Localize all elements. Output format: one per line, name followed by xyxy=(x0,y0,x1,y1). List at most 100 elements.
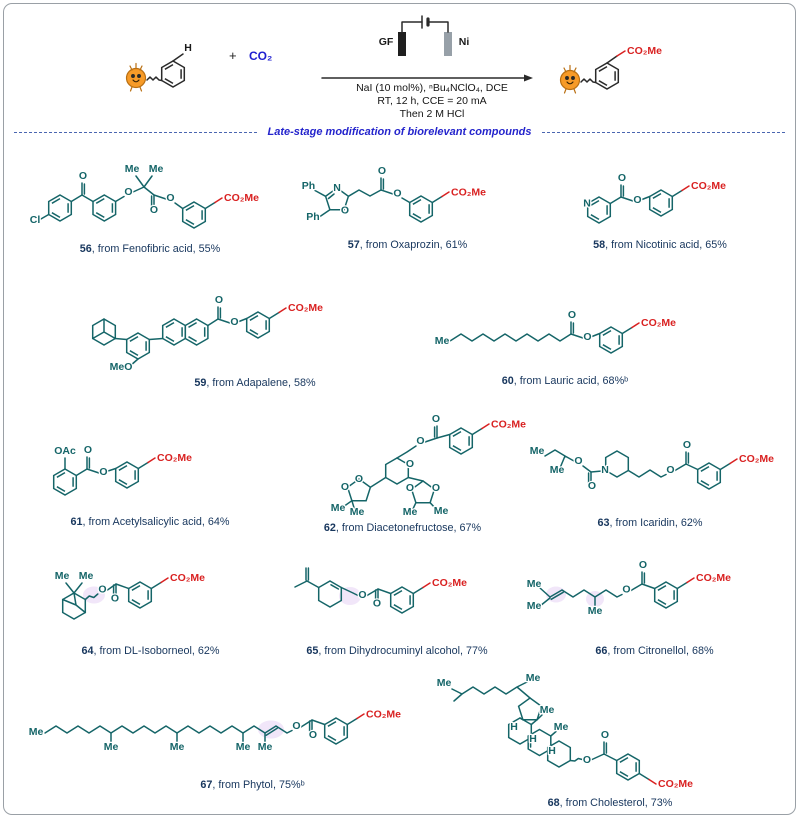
reaction-arrow-assembly: GF Ni xyxy=(321,15,533,82)
banner-label: Late-stage modification of biorelevant c… xyxy=(267,126,532,138)
atom-label: O xyxy=(309,729,317,741)
atom-label: Me xyxy=(526,672,541,684)
compound-caption: 63, from Icaridin, 62% xyxy=(597,517,703,529)
compound-card-62: O O O O O O O Me Me Me Me CO₂Me 62, from… xyxy=(285,405,528,534)
atom-label: Me xyxy=(55,570,70,582)
compound-card-61: OAc O O CO₂Me 61, from Acetylsalicylic a… xyxy=(25,420,275,528)
atom-label: Me xyxy=(403,506,418,518)
stereo-highlight xyxy=(546,586,566,603)
structure-56: Cl O O Me Me O O CO₂Me xyxy=(28,162,260,229)
anode-label: GF xyxy=(379,36,394,48)
atom-label: Me xyxy=(527,578,542,590)
compound-card-66: Me Me Me O O CO₂Me 66, from Citronellol,… xyxy=(522,556,787,657)
atom-label: O xyxy=(588,480,596,492)
structure-60: Me O O CO₂Me xyxy=(433,308,677,354)
atom-label: O xyxy=(432,413,440,425)
atom-label: Me xyxy=(554,721,569,733)
conditions-line-2: RT, 12 h, CCE = 20 mA xyxy=(377,95,487,107)
atom-label: O xyxy=(683,439,691,451)
atom-label: H xyxy=(529,733,537,745)
structure-64: Me Me O O CO₂Me xyxy=(53,569,206,620)
compound-caption: 62, from Diacetonefructose, 67% xyxy=(323,522,482,534)
atom-label: OAc xyxy=(54,445,76,457)
atom-label: Me xyxy=(258,741,273,753)
compound-caption: 56, from Fenofibric acid, 55% xyxy=(79,243,221,255)
atom-label: N xyxy=(333,182,341,194)
atom-label: Me xyxy=(588,605,603,617)
atom-label: O xyxy=(583,754,591,766)
atom-label: O xyxy=(373,598,381,610)
structure-66: Me Me Me O O CO₂Me xyxy=(525,558,732,619)
compound-caption: 60, from Lauric acid, 68%ᵇ xyxy=(501,375,629,387)
atom-label: O xyxy=(99,466,107,478)
compound-card-63: Me Me O O N O O CO₂Me 63, from Icaridin,… xyxy=(525,428,775,529)
dashed-rule xyxy=(14,131,258,133)
compound-caption: 59, from Adapalene, 58% xyxy=(194,377,316,389)
electrode-cell-icon: GF Ni xyxy=(377,15,471,56)
atom-label: O xyxy=(84,444,92,456)
co2me-label: CO₂Me xyxy=(157,452,192,464)
structure-62: O O O O O O O Me Me Me Me CO₂Me xyxy=(329,412,527,520)
atom-label: O xyxy=(583,331,591,343)
plus-sign: + xyxy=(229,48,237,63)
mascot-icon xyxy=(559,64,581,94)
atom-label: O xyxy=(358,589,366,601)
compound-caption: 61, from Acetylsalicylic acid, 64% xyxy=(70,516,230,528)
compound-card-65: O O CO₂Me 65, from Dihydrocuminyl alcoho… xyxy=(272,552,522,657)
compound-caption: 58, from Nicotinic acid, 65% xyxy=(593,239,727,251)
atom-label: Me xyxy=(236,741,251,753)
compound-card-60: Me O O CO₂Me 60, from Lauric acid, 68%ᵇ xyxy=(430,298,700,387)
atom-label: Me xyxy=(540,704,555,716)
atom-label: O xyxy=(568,309,576,321)
compound-caption: 67, from Phytol, 75%ᵇ xyxy=(200,779,305,791)
co2me-label: CO₂Me xyxy=(739,453,774,465)
co2me-label: CO₂Me xyxy=(288,302,323,314)
atom-label: H xyxy=(548,745,556,757)
cathode-label: Ni xyxy=(459,36,470,48)
structure-58: N O O CO₂Me xyxy=(582,171,727,224)
atom-label: Ph xyxy=(306,211,319,223)
atom-label: Me xyxy=(104,741,119,753)
atom-label: O xyxy=(111,593,119,605)
atom-label: Me xyxy=(125,163,140,175)
atom-label: O xyxy=(416,435,424,447)
compound-caption: 64, from DL-Isoborneol, 62% xyxy=(81,645,220,657)
compound-card-58: N O O CO₂Me 58, from Nicotinic acid, 65% xyxy=(565,158,755,251)
atom-label: O xyxy=(98,584,106,596)
co2me-label: CO₂Me xyxy=(696,572,731,584)
atom-label: O xyxy=(432,482,440,494)
atom-label: O xyxy=(666,464,674,476)
co2me-label: CO₂Me xyxy=(691,180,726,192)
atom-label: O xyxy=(166,192,174,204)
compound-caption: 68, from Cholesterol, 73% xyxy=(547,797,673,809)
structure-61: OAc O O CO₂Me xyxy=(53,443,193,496)
atom-label: Cl xyxy=(30,214,41,226)
compound-card-57: N O Ph Ph O O CO₂Me 57, from Oxaprozin, … xyxy=(295,158,520,251)
atom-label: Me xyxy=(435,335,450,347)
atom-label: O xyxy=(378,165,386,177)
atom-label: Me xyxy=(149,163,164,175)
co2me-label: CO₂Me xyxy=(641,317,676,329)
compound-card-67: Me Me Me Me Me O O CO₂Me 67, from Phytol… xyxy=(25,688,480,791)
atom-label: O xyxy=(639,559,647,571)
atom-label: O xyxy=(574,455,582,467)
co2me-label: CO₂Me xyxy=(170,572,205,584)
atom-label: O xyxy=(230,316,238,328)
atom-label: Ph xyxy=(302,180,315,192)
co2-reagent-label: CO₂ xyxy=(249,49,273,63)
dashed-rule xyxy=(541,131,785,133)
atom-label: Me xyxy=(29,726,44,738)
stereo-highlight xyxy=(83,586,105,604)
co2me-label: CO₂Me xyxy=(224,192,259,204)
structure-63: Me Me O O N O O CO₂Me xyxy=(528,438,775,494)
atom-label: Me xyxy=(550,464,565,476)
atom-label: Me xyxy=(437,677,452,689)
co2me-label: CO₂Me xyxy=(491,419,526,431)
atom-label: O xyxy=(601,729,609,741)
banner-separator: Late-stage modification of biorelevant c… xyxy=(14,126,785,138)
atom-label: O xyxy=(150,204,158,216)
atom-label: O xyxy=(292,720,300,732)
atom-label: Me xyxy=(331,502,346,514)
co2me-label: CO₂Me xyxy=(627,45,662,57)
